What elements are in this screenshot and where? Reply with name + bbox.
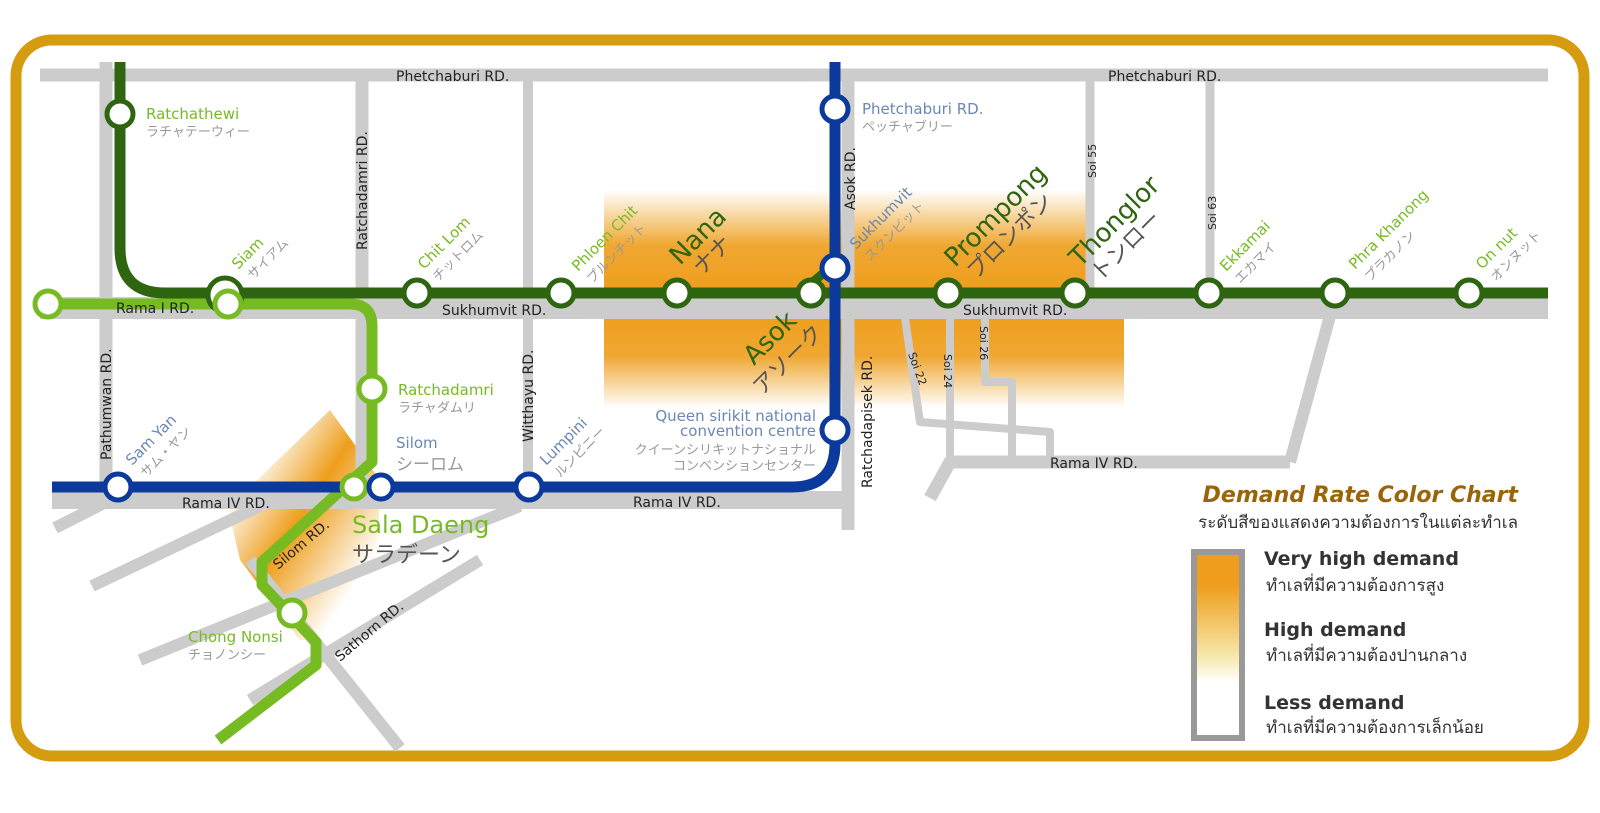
road-label-soi26: Soi 26 — [977, 326, 990, 360]
bts-sukhumvit-line — [114, 62, 1548, 299]
road-onnut-spur — [1284, 314, 1336, 464]
road-sw-2 — [89, 500, 263, 592]
road-sw-1 — [52, 496, 109, 534]
road-label-asok: Asok RD. — [843, 147, 859, 210]
road-label-rama4-mid: Rama IV RD. — [633, 495, 721, 511]
road-label-witthayu: Witthayu RD. — [521, 350, 537, 442]
road-label-soi24: Soi 24 — [941, 354, 954, 388]
road-network — [40, 62, 1548, 752]
legend-very-high-th: ทำเลที่มีความต้องการสูง — [1266, 573, 1444, 596]
station-label-qsncc-jp-1: クイーンシリキットナショナル — [635, 443, 816, 458]
station-marker-sukhumvit[interactable] — [819, 252, 851, 284]
road-label-phetchaburi-west: Phetchaburi RD. — [396, 69, 509, 85]
road-label-phetchaburi-east: Phetchaburi RD. — [1108, 69, 1221, 85]
legend-high: High demand — [1264, 619, 1406, 641]
road-label-ratchadapisek: Ratchadapisek RD. — [860, 356, 876, 488]
station-marker-ekkamai[interactable] — [1193, 277, 1225, 309]
station-marker-lumpini[interactable] — [513, 471, 545, 503]
road-label-pathumwan: Pathumwan RD. — [99, 348, 115, 460]
legend-very-high: Very high demand — [1264, 548, 1459, 570]
station-label-ratchadamri-jp: ラチャダムリ — [398, 401, 476, 416]
station-marker-prompong[interactable] — [932, 277, 964, 309]
station-marker-chongnonsi[interactable] — [276, 597, 308, 629]
demand-zone-nana-thonglor-south — [604, 314, 1124, 408]
station-marker-ratchadamri[interactable] — [356, 373, 388, 405]
legend-less-th: ทำเลที่มีความต้องการเล็กน้อย — [1266, 715, 1484, 738]
road-soi26 — [981, 318, 1016, 462]
station-label-ratchadamri: Ratchadamri — [398, 381, 494, 399]
bts-silom-line — [48, 298, 378, 745]
legend-gradient-bar — [1191, 549, 1245, 741]
station-marker-phrakhanong[interactable] — [1319, 277, 1351, 309]
station-marker-qsncc[interactable] — [819, 414, 851, 446]
station-marker-nana[interactable] — [661, 277, 693, 309]
station-label-qsncc-1: Queen sirikit national — [655, 407, 816, 425]
road-label-soi63: Soi 63 — [1206, 196, 1219, 230]
station-label-qsncc-2: convention centre — [680, 422, 816, 440]
station-marker-siam-silom[interactable] — [212, 288, 244, 320]
station-label-saladaeng-jp: サラデーン — [352, 543, 461, 568]
train-lines — [48, 62, 1548, 745]
road-soi22 — [901, 317, 1054, 462]
mrt-blue-line — [52, 62, 841, 493]
station-label-ratchathewi-jp: ラチャテーウィー — [146, 125, 250, 140]
legend-high-th: ทำเลที่มีความต้องปานกลาง — [1266, 643, 1467, 666]
station-marker-asok[interactable] — [795, 277, 827, 309]
station-marker-national-stadium[interactable] — [32, 288, 64, 320]
station-marker-thonglor[interactable] — [1059, 277, 1091, 309]
legend-subtitle: ระดับสีของแสดงความต้องการในแต่ละทำเล — [1198, 512, 1518, 533]
station-marker-silom[interactable] — [366, 472, 396, 502]
station-marker-phetchaburi[interactable] — [819, 93, 851, 125]
station-label-phetchaburi-jp: ペッチャブリー — [862, 119, 953, 135]
road-silom — [137, 500, 523, 666]
station-label-silom-jp: シーロム — [396, 455, 464, 475]
station-label-chongnonsi: Chong Nonsi — [188, 628, 283, 646]
station-marker-samyan[interactable] — [102, 471, 134, 503]
road-label-ratchadamri: Ratchadamri RD. — [355, 131, 371, 250]
station-marker-saladaeng[interactable] — [339, 472, 369, 502]
road-label-rama1: Rama I RD. — [116, 301, 194, 317]
road-label-soi55: Soi 55 — [1086, 144, 1099, 178]
road-label-rama4-west: Rama IV RD. — [182, 496, 270, 512]
legend-title: Demand Rate Color Chart — [1203, 483, 1520, 508]
station-marker-chitlom[interactable] — [401, 277, 433, 309]
station-marker-ratchathewi[interactable] — [104, 98, 136, 130]
station-label-phetchaburi: Phetchaburi RD. — [862, 100, 983, 118]
station-label-saladaeng: Sala Daeng — [352, 511, 489, 539]
road-label-rama4-east: Rama IV RD. — [1050, 456, 1138, 472]
station-marker-onnut[interactable] — [1453, 277, 1485, 309]
station-label-qsncc-jp-2: コンベンションセンター — [673, 459, 816, 474]
station-marker-phloenchit[interactable] — [545, 277, 577, 309]
legend: Demand Rate Color Chart ระดับสีของแสดงคว… — [1191, 483, 1520, 741]
road-label-sukhumvit-east: Sukhumvit RD. — [963, 303, 1067, 319]
station-markers — [32, 93, 1485, 629]
road-label-sukhumvit-west: Sukhumvit RD. — [442, 303, 546, 319]
station-label-ratchathewi: Ratchathewi — [146, 105, 239, 123]
legend-less: Less demand — [1264, 692, 1404, 714]
station-label-silom: Silom — [396, 434, 438, 452]
station-label-chongnonsi-jp: チョノンシー — [188, 648, 266, 663]
road-sathorn — [246, 554, 484, 706]
